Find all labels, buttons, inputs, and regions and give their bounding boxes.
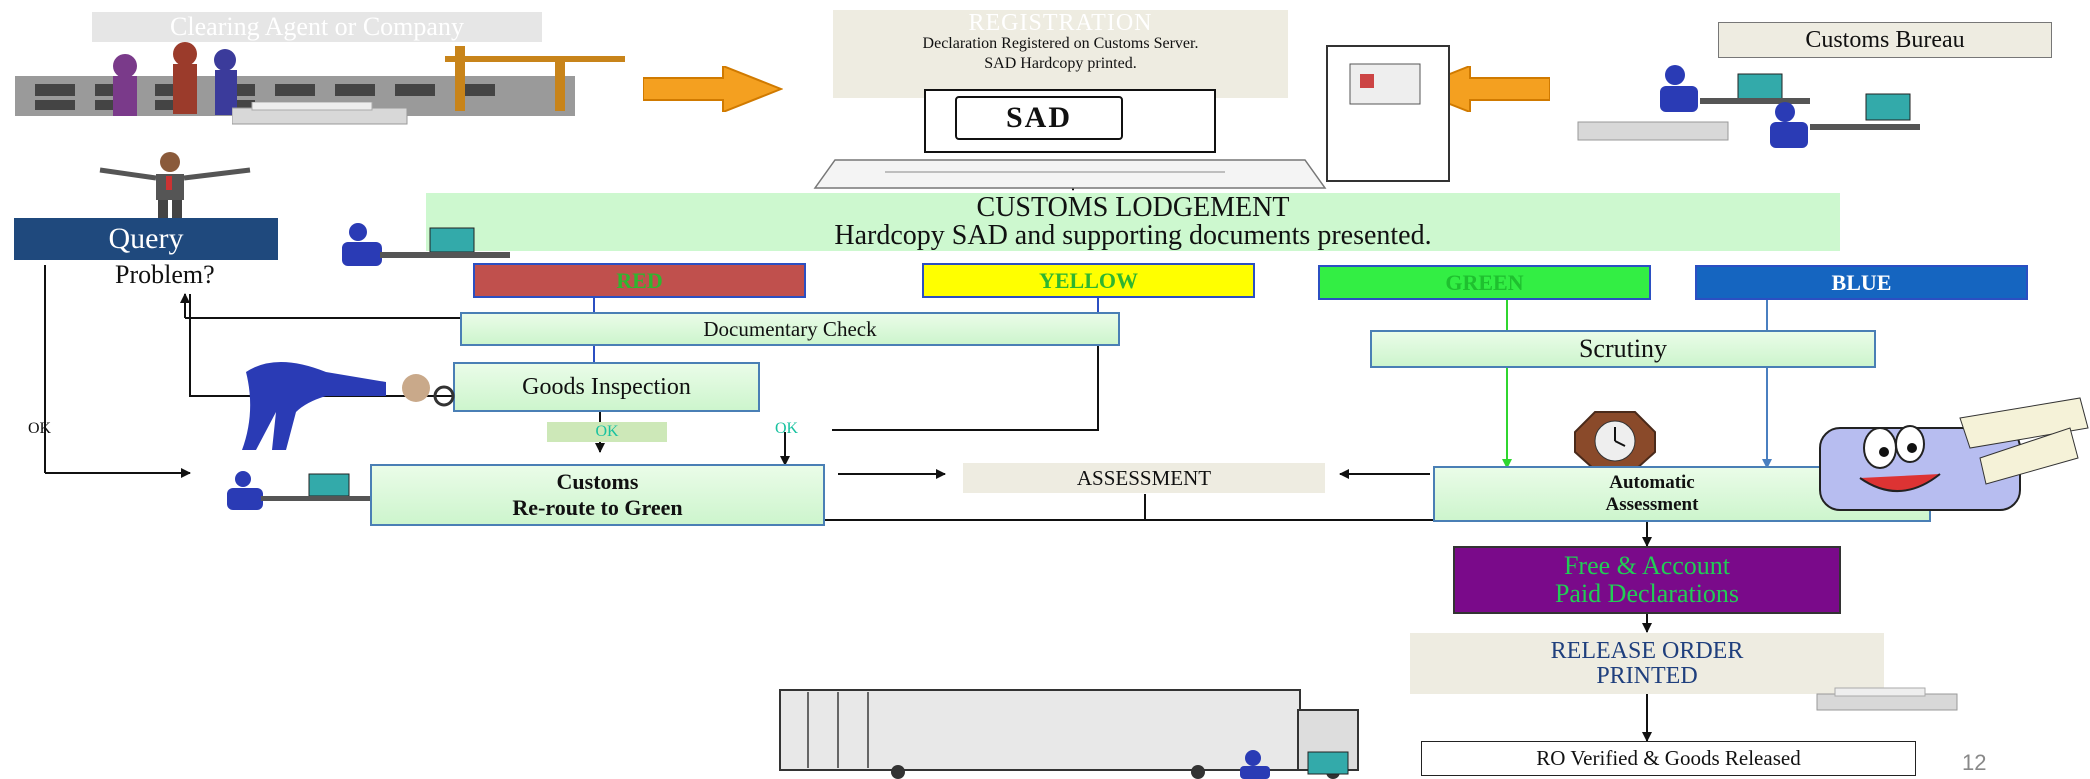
scrutiny-box: Scrutiny: [1370, 330, 1876, 368]
assessment-box: ASSESSMENT: [963, 463, 1325, 493]
release-order-box: RELEASE ORDER PRINTED: [1410, 633, 1884, 694]
server-icon: [1326, 45, 1450, 182]
clerk-illustration: [342, 223, 510, 266]
clock-icon: [1574, 411, 1656, 471]
registration-box: REGISTRATION Declaration Registered on C…: [833, 10, 1288, 98]
officer-icon: [227, 471, 371, 510]
registration-text: Declaration Registered on Customs Server…: [922, 35, 1199, 72]
clearing-agent-label: Clearing Agent or Company: [92, 12, 542, 42]
reroute-line1: Customs: [556, 469, 639, 494]
release-printer-icon: [1816, 687, 1958, 711]
printer-icon: [232, 102, 408, 125]
lodgement-subtitle: Hardcopy SAD and supporting documents pr…: [834, 220, 1432, 251]
customs-officers-illustration: [1577, 65, 1920, 148]
release-order-line1: RELEASE ORDER: [1550, 637, 1744, 664]
reroute-box: Customs Re-route to Green: [370, 464, 825, 526]
right-arrow-icon: [643, 66, 783, 112]
inspector-icon: [242, 362, 455, 450]
free-paid-line2: Paid Declarations: [1554, 579, 1740, 608]
lane-yellow: YELLOW: [922, 263, 1255, 298]
automatic-assessment-line2: Assessment: [1605, 494, 1699, 515]
smiling-printer-icon: [1819, 397, 2089, 511]
reroute-line2: Re-route to Green: [512, 495, 683, 520]
lane-green: GREEN: [1318, 265, 1651, 300]
page-number: 12: [1962, 750, 1987, 775]
query-label: Query: [14, 218, 278, 260]
problem-label: Problem?: [115, 260, 215, 289]
automatic-assessment-line1: Automatic: [1609, 472, 1695, 493]
goods-inspection-box: Goods Inspection: [453, 362, 760, 412]
registration-title: REGISTRATION: [968, 10, 1153, 36]
ok-label-inspection: OK: [547, 422, 667, 442]
sad-document: SAD: [955, 96, 1123, 140]
free-paid-line1: Free & Account: [1563, 551, 1731, 580]
ok-label-yellow: OK: [775, 420, 799, 437]
lodgement-box: CUSTOMS LODGEMENT Hardcopy SAD and suppo…: [426, 193, 1840, 251]
customs-bureau-label: Customs Bureau: [1718, 22, 2052, 58]
free-paid-box: Free & Account Paid Declarations: [1453, 546, 1841, 614]
lodgement-title: CUSTOMS LODGEMENT: [976, 192, 1290, 223]
ok-label-left: OK: [28, 420, 52, 437]
confused-person-icon: [99, 152, 251, 220]
lane-red: RED: [473, 263, 806, 298]
documentary-check-box: Documentary Check: [460, 312, 1120, 346]
release-order-line2: PRINTED: [1596, 662, 1698, 689]
ro-verified-box: RO Verified & Goods Released: [1421, 741, 1916, 776]
truck-illustration: [779, 689, 1359, 779]
lane-blue: BLUE: [1695, 265, 2028, 300]
